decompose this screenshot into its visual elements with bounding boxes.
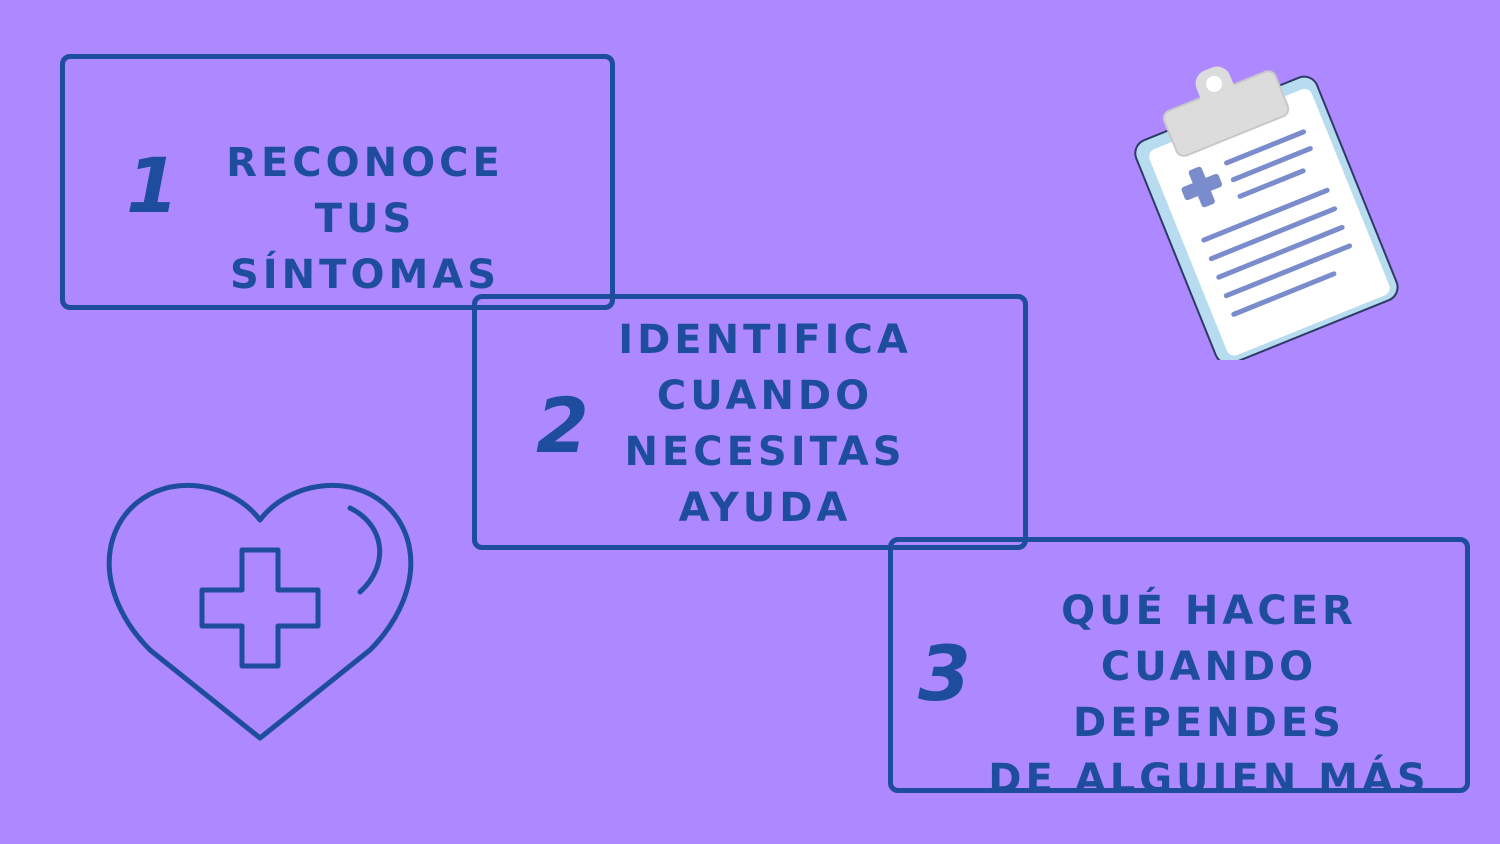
step-1-line-1: Reconoce tus bbox=[226, 140, 504, 242]
heart-plus-icon bbox=[106, 482, 414, 741]
step-1-text: Reconoce tus síntomas bbox=[170, 135, 560, 303]
step-2-line-4: ayuda bbox=[678, 485, 852, 531]
step-1-line-2: síntomas bbox=[229, 252, 501, 298]
step-3-line-1: Qué hacer bbox=[1061, 588, 1357, 634]
step-3-box bbox=[888, 537, 1470, 793]
step-2-line-1: Identifica bbox=[618, 317, 912, 363]
step-2-text: Identifica cuando necesitas ayuda bbox=[600, 312, 930, 536]
step-1-box bbox=[60, 54, 615, 310]
step-3-number: 3 bbox=[918, 629, 971, 718]
step-2-box bbox=[472, 294, 1028, 550]
clipboard-medical-icon bbox=[1134, 66, 1399, 360]
step-3-line-2: cuando dependes bbox=[1073, 644, 1345, 746]
step-1-number: 1 bbox=[126, 141, 179, 230]
step-3-text: Qué hacer cuando dependes de alguien más bbox=[970, 583, 1448, 807]
step-2-line-3: necesitas bbox=[624, 429, 906, 475]
step-3-line-3: de alguien más bbox=[988, 756, 1430, 802]
step-2-number: 2 bbox=[536, 381, 589, 470]
step-2-line-2: cuando bbox=[656, 373, 874, 419]
